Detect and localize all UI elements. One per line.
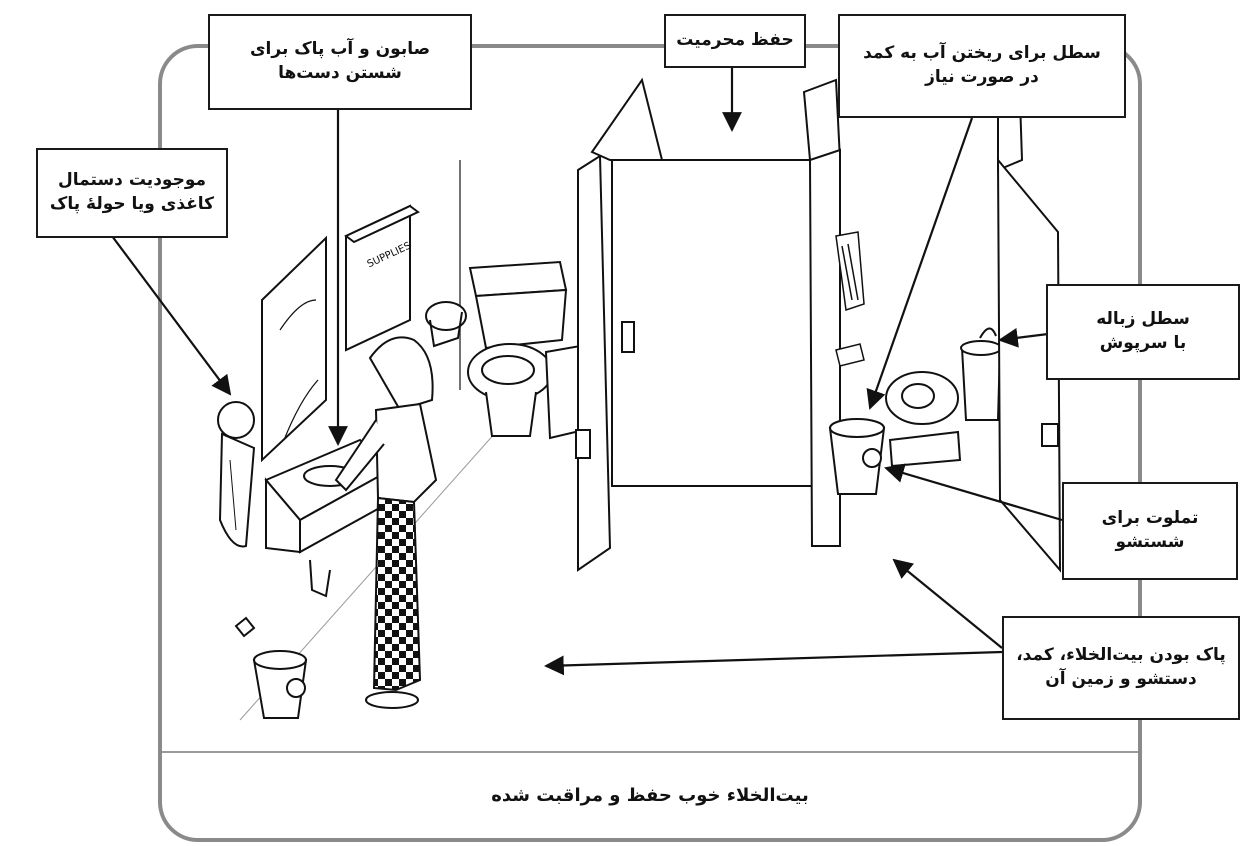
diagram-caption: بیت‌الخلاء خوب حفظ و مراقبت شده — [491, 784, 809, 806]
mirror — [261, 235, 327, 463]
label-clean: پاک بودن بیت‌الخلاء، کمد، دستشو و زمین آ… — [1002, 616, 1240, 720]
pointer-arrows — [111, 68, 1063, 676]
label-towel: موجودیت دستمال کاغذی ویا حولهٔ پاک — [36, 148, 228, 238]
floor-bucket — [234, 616, 308, 719]
supplies-cabinet: SUPPLIES — [344, 204, 420, 352]
stall-door — [611, 159, 813, 487]
trash-bin — [960, 327, 1002, 421]
outer-frame — [158, 44, 1142, 842]
sink — [264, 438, 396, 598]
toilet-paper — [425, 301, 467, 348]
label-soap-water: صابون و آب پاک برای شستن دست‌ها — [208, 14, 472, 110]
squat-toilet — [885, 371, 962, 468]
sit-toilet — [467, 260, 586, 440]
label-wash-pitcher: تملوت برای شستشو — [1062, 482, 1238, 580]
flush-bucket — [828, 418, 886, 495]
hanging-paper — [835, 231, 865, 367]
label-trash-bin: سطل زباله با سرپوش — [1046, 284, 1240, 380]
towel-ring — [217, 401, 256, 548]
label-bucket-flush: سطل برای ریختن آب به کمد در صورت نیاز — [838, 14, 1126, 118]
person — [334, 336, 438, 709]
left-stall-panel — [575, 77, 664, 572]
label-privacy: حفظ محرمیت — [664, 14, 806, 68]
